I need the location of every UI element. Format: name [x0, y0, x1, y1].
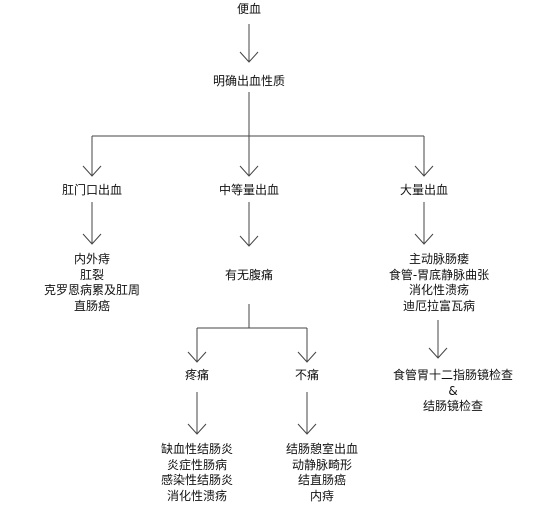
cause-item: 直肠癌: [73, 298, 110, 313]
node-determine-nature: 明确出血性质: [212, 74, 285, 88]
cause-item: 炎症性肠病: [166, 457, 227, 472]
cause-item: 内痔: [309, 488, 334, 503]
cause-item: 内外痔: [73, 252, 110, 266]
cause-item: 食管-胃底静脉曲张: [388, 267, 490, 282]
cause-item: 感染性结肠炎: [160, 473, 233, 487]
arrow-head: [297, 351, 317, 363]
node-no-pain: 不痛: [294, 368, 319, 382]
arrow-head: [414, 165, 434, 177]
arrow-head: [414, 233, 434, 245]
cause-item: 克罗恩病累及肛周: [43, 283, 140, 297]
arrow-head: [239, 165, 259, 177]
cause-item: 主动脉肠瘘: [408, 252, 469, 266]
arrow-head: [428, 347, 448, 359]
arrow-head: [297, 423, 317, 435]
exam-item: 结肠镜检查: [422, 399, 483, 413]
node-anal-bleeding: 肛门口出血: [61, 183, 122, 197]
node-massive-bleeding: 大量出血: [399, 183, 448, 197]
cause-item: 动静脉畸形: [291, 457, 352, 472]
node-pain-causes: 缺血性结肠炎 炎症性肠病 感染性结肠炎 消化性溃疡: [132, 442, 262, 504]
arrow-head: [82, 233, 102, 245]
cause-item: 消化性溃疡: [408, 283, 469, 297]
node-pain: 疼痛: [184, 368, 209, 382]
exam-item: 食管胃十二指肠镜检查: [392, 368, 513, 382]
node-anal-causes: 内外痔 肛裂 克罗恩病累及肛周 直肠癌: [22, 252, 162, 314]
cause-item: 缺血性结肠炎: [160, 442, 233, 456]
node-top: 便血: [236, 2, 261, 16]
cause-item: 迪厄拉富瓦病: [402, 298, 475, 313]
cause-item: 结肠憩室出血: [285, 442, 358, 456]
arrow-head: [239, 235, 259, 247]
arrow-head: [187, 423, 207, 435]
node-abdominal-pain-question: 有无腹痛: [224, 268, 273, 282]
node-massive-causes: 主动脉肠瘘 食管-胃底静脉曲张 消化性溃疡 迪厄拉富瓦病: [374, 252, 504, 314]
node-exams: 食管胃十二指肠镜检查 & 结肠镜检查: [378, 368, 528, 415]
node-no-pain-causes: 结肠憩室出血 动静脉畸形 结直肠癌 内痔: [262, 442, 382, 504]
cause-item: 消化性溃疡: [166, 488, 227, 503]
arrow-head: [82, 165, 102, 177]
arrow-head: [239, 51, 259, 63]
cause-item: 肛裂: [79, 267, 104, 282]
arrow-head: [187, 351, 207, 363]
cause-item: 结直肠癌: [297, 473, 346, 487]
node-moderate-bleeding: 中等量出血: [218, 183, 279, 197]
exam-connector: &: [448, 383, 458, 398]
